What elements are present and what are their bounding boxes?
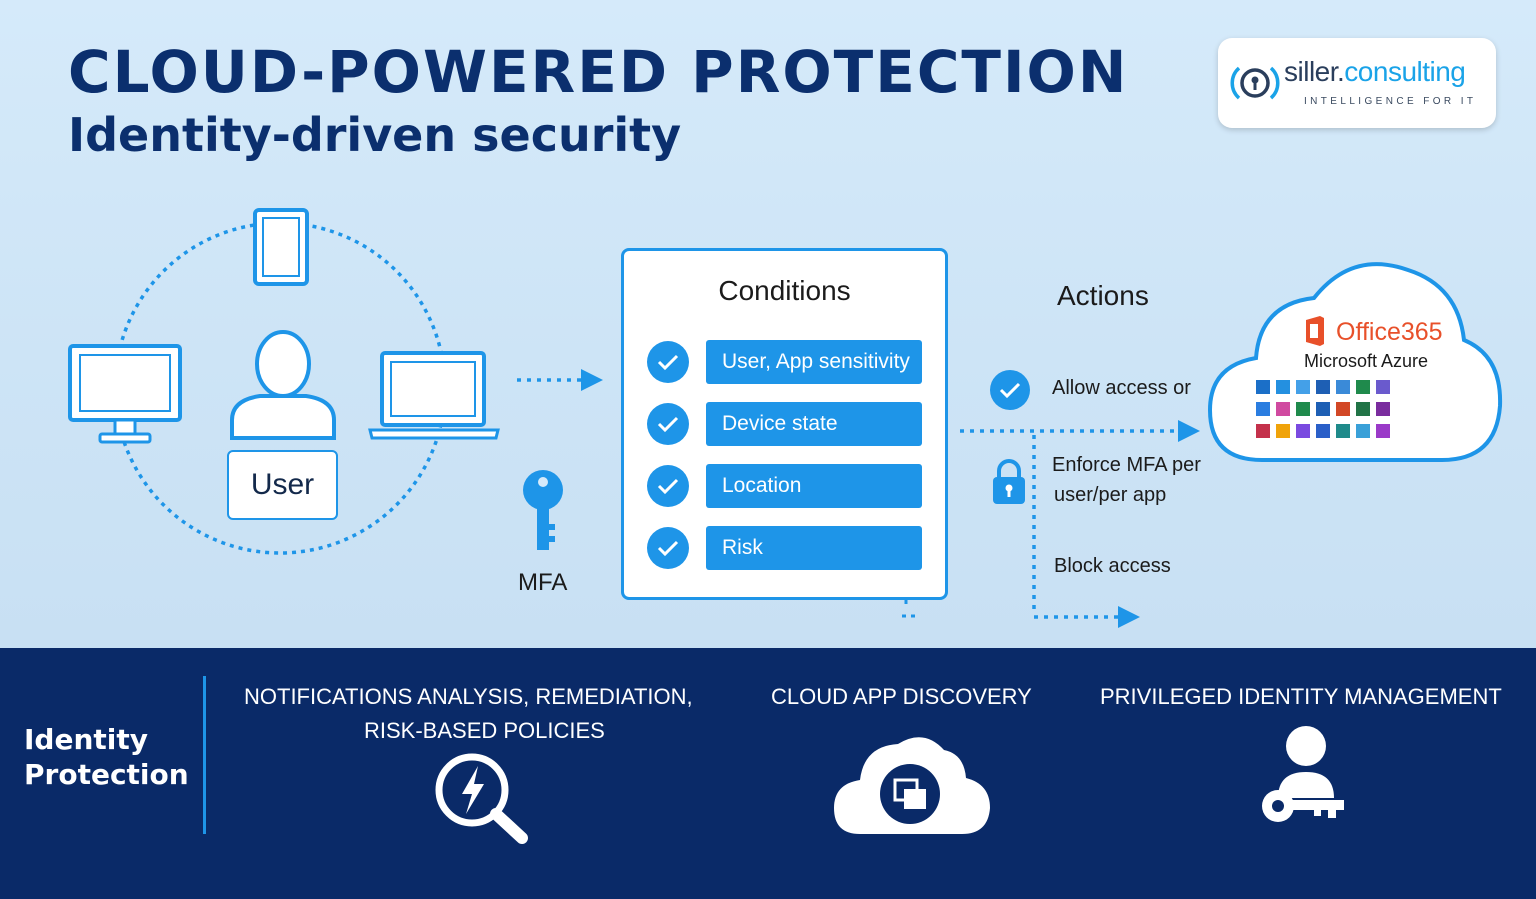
action-block: Block access: [1054, 555, 1171, 577]
page-title: CLOUD-POWERED PROTECTION: [68, 38, 1129, 106]
key-icon: [523, 470, 563, 550]
dotted-connector: [902, 598, 920, 618]
lightning-search-icon: [435, 753, 528, 844]
condition-item: Risk: [706, 526, 922, 570]
user-icon: [230, 330, 336, 440]
page-subtitle: Identity-driven security: [68, 108, 682, 162]
check-icon: [647, 341, 689, 383]
user-key-icon: [1262, 726, 1344, 822]
section-title-line2: Protection: [24, 758, 189, 791]
check-icon: [647, 403, 689, 445]
condition-item: Location: [706, 464, 922, 508]
allow-check-icon: [990, 370, 1030, 410]
tablet-icon: [253, 208, 309, 286]
condition-item: User, App sensitivity: [706, 340, 922, 384]
logo-name-suffix: consulting: [1344, 56, 1466, 87]
laptop-icon: [368, 351, 500, 440]
cloud-services-icon: [1207, 262, 1503, 462]
office-logo-icon: [1306, 316, 1324, 346]
cloud-app-icon: [834, 737, 990, 834]
condition-item: Device state: [706, 402, 922, 446]
logo-lock-icon: [1230, 66, 1280, 100]
section-title-line1: Identity: [24, 723, 149, 756]
check-icon: [647, 527, 689, 569]
action-arrows: [960, 420, 1200, 628]
action-enforce-line2: user/per app: [1054, 484, 1167, 506]
arrow-to-conditions: [517, 369, 603, 391]
actions-title: Actions: [1057, 280, 1149, 311]
feature-title-line1: NOTIFICATIONS ANALYSIS, REMEDIATION,: [244, 684, 693, 709]
conditions-panel: Conditions User, App sensitivity Device …: [621, 248, 948, 600]
user-label: User: [227, 450, 338, 520]
section-title: Identity Protection: [24, 722, 189, 792]
section-divider: [203, 676, 206, 834]
action-enforce-line1: Enforce MFA per: [1052, 454, 1201, 476]
feature-title-line2: RISK-BASED POLICIES: [364, 718, 605, 743]
company-logo: siller.consulting INTELLIGENCE FOR IT: [1218, 38, 1496, 128]
logo-tagline: INTELLIGENCE FOR IT: [1304, 96, 1477, 107]
mfa-label: MFA: [518, 569, 568, 596]
identity-protection-band: [0, 648, 1536, 899]
user-devices-diagram: [68, 208, 500, 555]
lock-icon: [993, 459, 1025, 504]
feature-title-line1: CLOUD APP DISCOVERY: [771, 684, 1032, 709]
app-tiles-grid: [1256, 380, 1390, 438]
logo-wordmark: siller.consulting: [1284, 56, 1466, 88]
desktop-monitor-icon: [68, 344, 182, 444]
office365-label: Office365: [1336, 318, 1443, 346]
azure-label: Microsoft Azure: [1304, 351, 1429, 371]
action-allow: Allow access or: [1052, 377, 1191, 399]
feature-title-line1: PRIVILEGED IDENTITY MANAGEMENT: [1100, 684, 1502, 709]
logo-name-prefix: siller.: [1284, 56, 1345, 87]
conditions-title: Conditions: [718, 275, 851, 306]
check-icon: [647, 465, 689, 507]
